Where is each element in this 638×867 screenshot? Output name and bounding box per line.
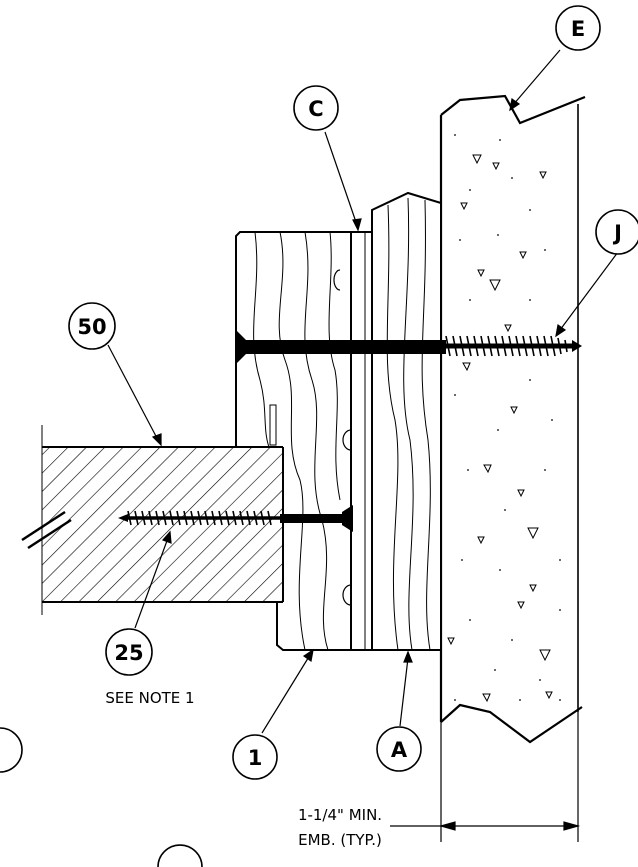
svg-text:A: A (391, 738, 408, 762)
svg-text:J: J (612, 221, 622, 245)
leader-lines (107, 49, 619, 734)
concrete-wall (439, 94, 586, 744)
see-note-label: SEE NOTE 1 (105, 689, 194, 707)
break-symbol (21, 510, 72, 550)
embedment-label-line1: 1-1/4" MIN. (298, 806, 382, 824)
partial-callout-bottom (157, 844, 203, 867)
svg-text:E: E (571, 17, 585, 41)
embedment-dimension (390, 712, 581, 842)
callout-25: 25 (105, 628, 153, 676)
board-50-cross-section (41, 425, 284, 615)
partial-callout-left (0, 727, 23, 773)
embedment-label-line2: EMB. (TYP.) (298, 831, 382, 849)
screw-25 (118, 505, 353, 532)
callout-j: J (595, 209, 638, 255)
svg-text:50: 50 (77, 315, 106, 339)
svg-text:C: C (308, 97, 323, 121)
wood-ledger-a (371, 191, 442, 651)
svg-text:25: 25 (114, 641, 143, 665)
callout-e: E (555, 5, 601, 51)
callout-50: 50 (68, 302, 116, 350)
anchor-screw-j (236, 330, 582, 364)
callout-1: 1 (232, 734, 278, 780)
concrete-aggregate-stipple (447, 134, 561, 703)
callout-a: A (376, 726, 422, 772)
svg-text:1: 1 (248, 746, 263, 770)
spacer-c (350, 231, 373, 651)
callout-c: C (293, 85, 339, 131)
